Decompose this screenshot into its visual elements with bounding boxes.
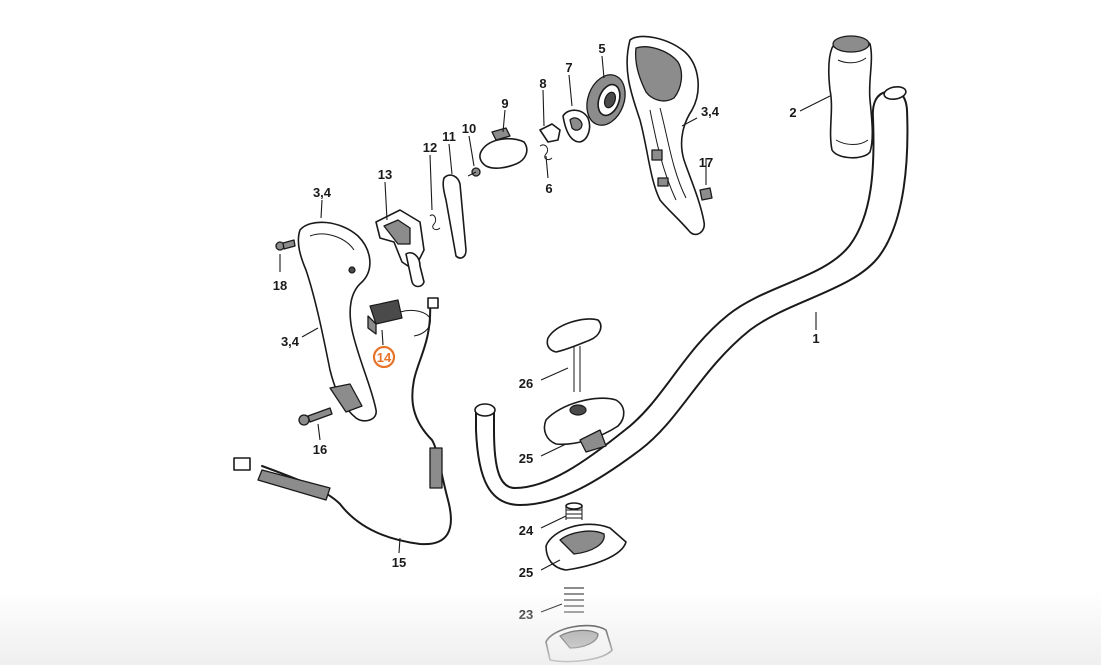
label-part-25-lower: 25	[519, 565, 533, 580]
label-part-10: 10	[462, 121, 476, 136]
label-part-7: 7	[565, 60, 572, 75]
switch-part	[367, 299, 431, 337]
label-part-11: 11	[442, 129, 456, 144]
label-part-24: 24	[519, 523, 534, 538]
label-part-3-4-mid: 3,4	[313, 185, 332, 200]
label-part-16: 16	[313, 442, 327, 457]
label-part-2: 2	[789, 105, 796, 120]
label-part-3-4-low: 3,4	[281, 334, 300, 349]
label-part-25-upper: 25	[519, 451, 533, 466]
label-part-5: 5	[598, 41, 605, 56]
grip-part	[827, 35, 874, 159]
cable-part	[233, 297, 452, 546]
handlebar-tube	[474, 85, 909, 506]
label-part-18: 18	[273, 278, 287, 293]
label-part-14[interactable]: 14	[377, 350, 392, 365]
label-part-6: 6	[545, 181, 552, 196]
handle-shell-right	[626, 35, 706, 236]
clamp-upper	[543, 318, 625, 453]
label-part-13: 13	[378, 167, 392, 182]
label-part-8: 8	[539, 76, 546, 91]
label-part-12: 12	[423, 140, 437, 155]
label-part-3-4-top: 3,4	[701, 104, 720, 119]
label-part-23: 23	[519, 607, 533, 622]
part-labels: 1 2 3,4 3,4 3,4 5 6 7 8 9 10 11 12 13 14…	[273, 41, 820, 622]
thumb-wheel-part	[586, 74, 626, 126]
label-part-15: 15	[392, 555, 406, 570]
label-part-9: 9	[501, 96, 508, 111]
small-parts-top	[467, 109, 591, 177]
label-part-1: 1	[812, 331, 819, 346]
lever-parts	[375, 174, 467, 288]
label-part-26: 26	[519, 376, 533, 391]
clamp-lower	[545, 502, 627, 663]
handle-shell-left	[297, 221, 377, 422]
highlighted-part-14[interactable]: 14	[372, 345, 396, 369]
screws	[275, 187, 713, 426]
label-part-17: 17	[699, 155, 713, 170]
